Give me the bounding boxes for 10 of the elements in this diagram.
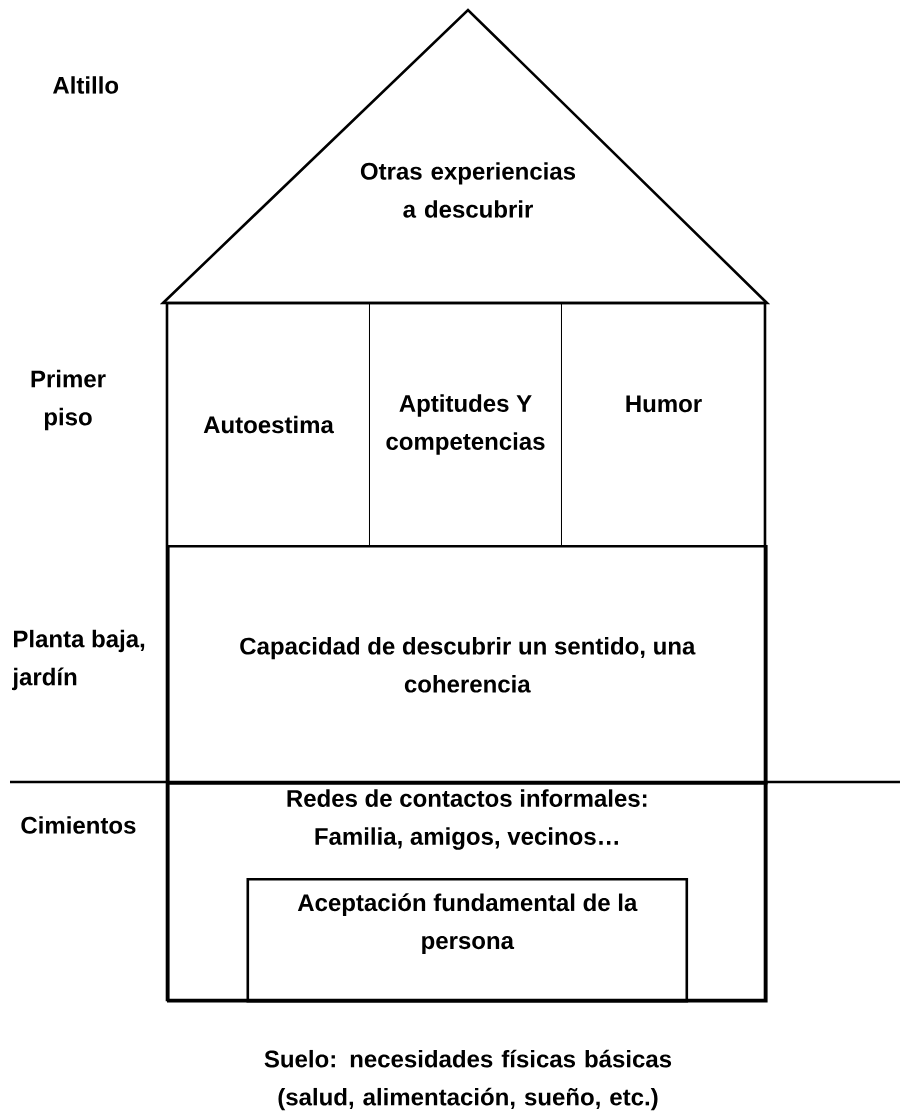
floor-label: Suelo: necesidades físicas básicas (salud, alimentación, sueño, etc.) — [264, 1049, 672, 1111]
floor-room: Humor — [561, 303, 766, 546]
node-label: Autoestima — [203, 415, 334, 434]
floor-label: Altillo — [53, 76, 119, 94]
inner-box: Aceptación fundamental de la persona — [246, 878, 689, 1003]
floor-label: Cimientos — [21, 816, 136, 834]
floor-label: Primer piso — [31, 369, 106, 431]
floor-band: Capacidad de descubrir un sentido, una coherencia — [167, 545, 768, 785]
floor-room: Aptitudes Y competencias — [369, 303, 562, 546]
floor-label: Planta baja, jardín — [12, 629, 145, 691]
